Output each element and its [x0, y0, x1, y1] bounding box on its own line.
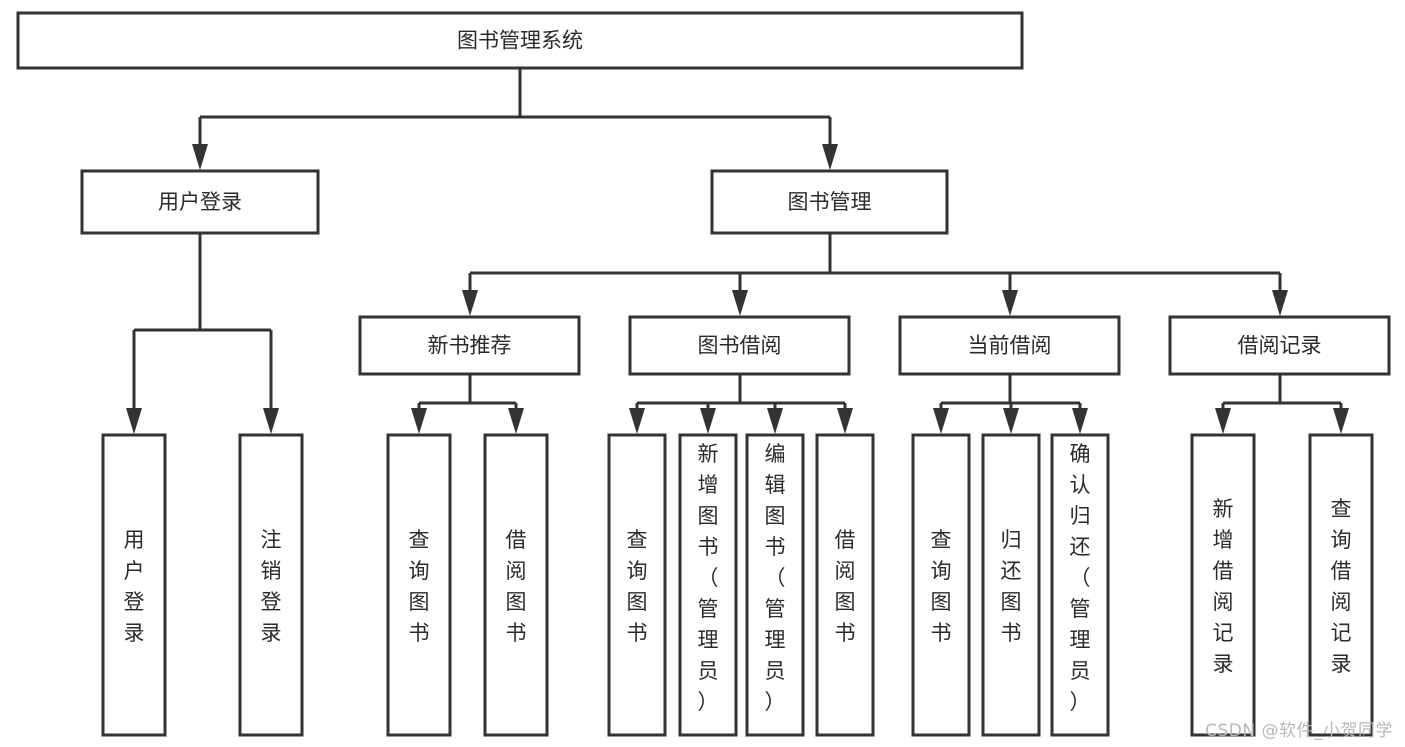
node-l2_0[interactable]: 新书推荐 — [358, 315, 581, 376]
node-leaf_9[interactable]: 归还图书 — [981, 433, 1041, 737]
node-l2_1[interactable]: 图书借阅 — [628, 315, 851, 376]
node-box — [1050, 433, 1110, 737]
node-leaf_1[interactable]: 注销登录 — [238, 433, 304, 737]
node-leaf_2[interactable]: 查询图书 — [386, 433, 452, 737]
node-box — [815, 433, 875, 737]
nodes-layer: 图书管理系统用户登录图书管理新书推荐图书借阅当前借阅借阅记录用户登录注销登录查询… — [16, 11, 1391, 737]
node-leaf_11[interactable]: 新增借阅记录 — [1190, 433, 1256, 737]
node-box — [101, 433, 167, 737]
node-leaf_10[interactable]: 确认归还（管理员） — [1050, 433, 1110, 737]
node-label: 查询图书 — [409, 528, 430, 645]
node-root[interactable]: 图书管理系统 — [16, 11, 1024, 70]
node-l1_0[interactable]: 用户登录 — [80, 169, 320, 235]
node-leaf_7[interactable]: 借阅图书 — [815, 433, 875, 737]
node-box — [16, 11, 1024, 70]
node-box — [238, 433, 304, 737]
node-box — [911, 433, 971, 737]
node-label: 注销登录 — [261, 528, 282, 645]
node-label: 用户登录 — [124, 528, 145, 645]
node-label: 查询图书 — [931, 528, 952, 645]
node-box — [1190, 433, 1256, 737]
node-label: 图书管理 — [788, 190, 872, 214]
node-label: 查询借阅记录 — [1331, 497, 1352, 676]
node-label: 图书借阅 — [698, 334, 782, 358]
node-box — [1168, 315, 1391, 376]
node-label: 借阅图书 — [835, 528, 856, 645]
node-box — [981, 433, 1041, 737]
watermark-label: CSDN @软件_小贺同学 — [1205, 721, 1393, 741]
node-label: 归还图书 — [1001, 528, 1022, 645]
node-leaf_3[interactable]: 借阅图书 — [483, 433, 549, 737]
node-label: 借阅图书 — [506, 528, 527, 645]
edges-layer — [126, 68, 1349, 434]
node-box — [678, 433, 738, 737]
node-box — [607, 433, 667, 737]
node-label: 查询图书 — [627, 528, 648, 645]
node-leaf_0[interactable]: 用户登录 — [101, 433, 167, 737]
node-label: 当前借阅 — [968, 334, 1052, 358]
node-box — [1308, 433, 1374, 737]
node-label: 借阅记录 — [1238, 334, 1322, 358]
node-label: 新书推荐 — [428, 334, 512, 358]
node-l1_1[interactable]: 图书管理 — [710, 169, 949, 235]
node-label: 图书管理系统 — [457, 29, 583, 53]
node-label: 新增借阅记录 — [1213, 497, 1234, 676]
node-leaf_4[interactable]: 查询图书 — [607, 433, 667, 737]
node-box — [710, 169, 949, 235]
node-box — [358, 315, 581, 376]
node-leaf_8[interactable]: 查询图书 — [911, 433, 971, 737]
node-label: 用户登录 — [158, 190, 242, 214]
node-box — [745, 433, 805, 737]
node-box — [80, 169, 320, 235]
node-box — [483, 433, 549, 737]
node-leaf_5[interactable]: 新增图书（管理员） — [678, 433, 738, 737]
node-box — [628, 315, 851, 376]
node-leaf_6[interactable]: 编辑图书（管理员） — [745, 433, 805, 737]
node-box — [386, 433, 452, 737]
node-leaf_12[interactable]: 查询借阅记录 — [1308, 433, 1374, 737]
node-l2_3[interactable]: 借阅记录 — [1168, 315, 1391, 376]
node-label: 确认归还（管理员） — [1070, 442, 1091, 714]
node-label: 编辑图书（管理员） — [765, 442, 786, 714]
node-label: 新增图书（管理员） — [698, 442, 719, 714]
node-box — [898, 315, 1121, 376]
node-l2_2[interactable]: 当前借阅 — [898, 315, 1121, 376]
